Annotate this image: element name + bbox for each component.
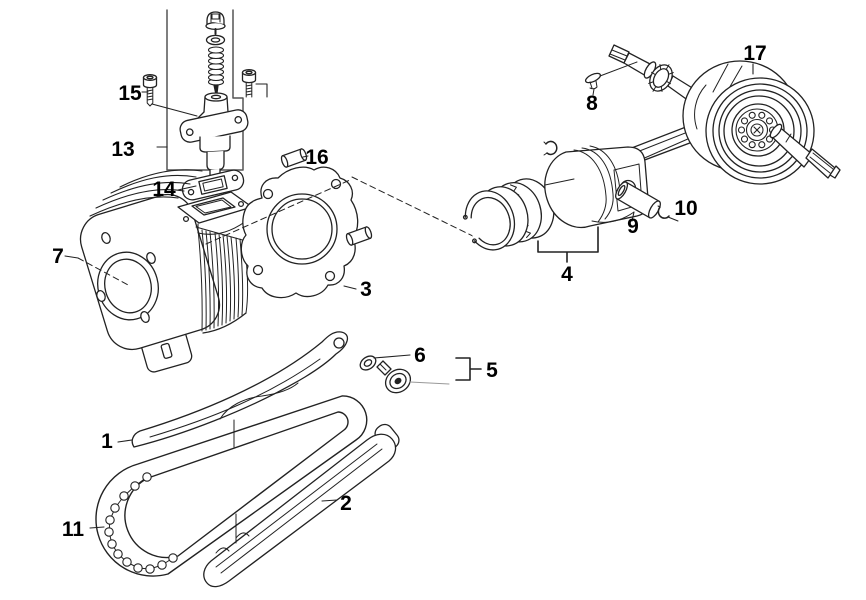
callout-5-bracket bbox=[455, 357, 482, 381]
callout-1: 1 bbox=[101, 430, 113, 453]
crank-sprocket bbox=[648, 64, 674, 92]
dowel-pin-lower bbox=[345, 226, 373, 246]
callout-17: 17 bbox=[743, 42, 766, 65]
crank-bearing bbox=[735, 108, 779, 152]
tensioner-spring bbox=[207, 46, 225, 86]
callout-11: 11 bbox=[62, 518, 85, 541]
cylinder-bore bbox=[97, 251, 159, 321]
cylinder-intake-flange bbox=[177, 191, 253, 235]
dowel-pin-upper bbox=[280, 148, 308, 168]
tensioner-gasket bbox=[181, 169, 245, 201]
guide-bolt bbox=[376, 360, 450, 394]
callout-7: 7 bbox=[52, 245, 64, 268]
callout-10: 10 bbox=[674, 197, 697, 220]
piston-circlip-upper bbox=[543, 140, 558, 156]
callout-16: 16 bbox=[305, 146, 328, 169]
callout-4-bracket bbox=[537, 226, 599, 263]
tensioner-bolt-left bbox=[142, 74, 158, 107]
callout-6: 6 bbox=[414, 344, 426, 367]
chain-tensioner-guide bbox=[131, 331, 349, 448]
guide-washer bbox=[359, 355, 377, 371]
callout-4: 4 bbox=[561, 263, 573, 286]
axis-lines bbox=[77, 176, 482, 287]
piston-pin-circlip bbox=[657, 205, 679, 222]
woodruff-key bbox=[584, 61, 638, 96]
crank-right-shaft bbox=[769, 123, 841, 179]
piston-pin bbox=[615, 181, 661, 219]
tensioner-body bbox=[179, 92, 249, 181]
tensioner-push-rod bbox=[213, 84, 219, 98]
cylinder-top-fins bbox=[89, 169, 203, 217]
chain-guide bbox=[203, 423, 400, 588]
cylinder bbox=[79, 169, 253, 373]
callout-labels: 1 2 3 4 5 6 7 8 9 10 11 13 14 15 16 17 bbox=[52, 42, 767, 541]
callout-9: 9 bbox=[627, 215, 639, 238]
crankshaft bbox=[608, 44, 841, 185]
cylinder-bolt-holes bbox=[96, 232, 156, 323]
callout-2: 2 bbox=[340, 492, 352, 515]
cylinder-gasket bbox=[240, 166, 359, 299]
callout-15: 15 bbox=[118, 82, 142, 105]
cam-chain bbox=[95, 395, 368, 577]
callout-9-leader bbox=[631, 211, 635, 222]
callout-8: 8 bbox=[586, 92, 598, 115]
callout-3: 3 bbox=[360, 278, 372, 301]
callout-13: 13 bbox=[111, 138, 134, 161]
tensioner-group-bracket bbox=[166, 9, 244, 171]
callout-14: 14 bbox=[152, 178, 176, 201]
callout-leaders bbox=[64, 91, 411, 529]
tensioner-bolt-right bbox=[241, 69, 268, 98]
tensioner-cap-nut bbox=[205, 11, 226, 35]
piston-ring-set bbox=[462, 178, 555, 251]
tensioner-sealing-washer bbox=[205, 34, 226, 46]
callout-5: 5 bbox=[486, 359, 498, 382]
